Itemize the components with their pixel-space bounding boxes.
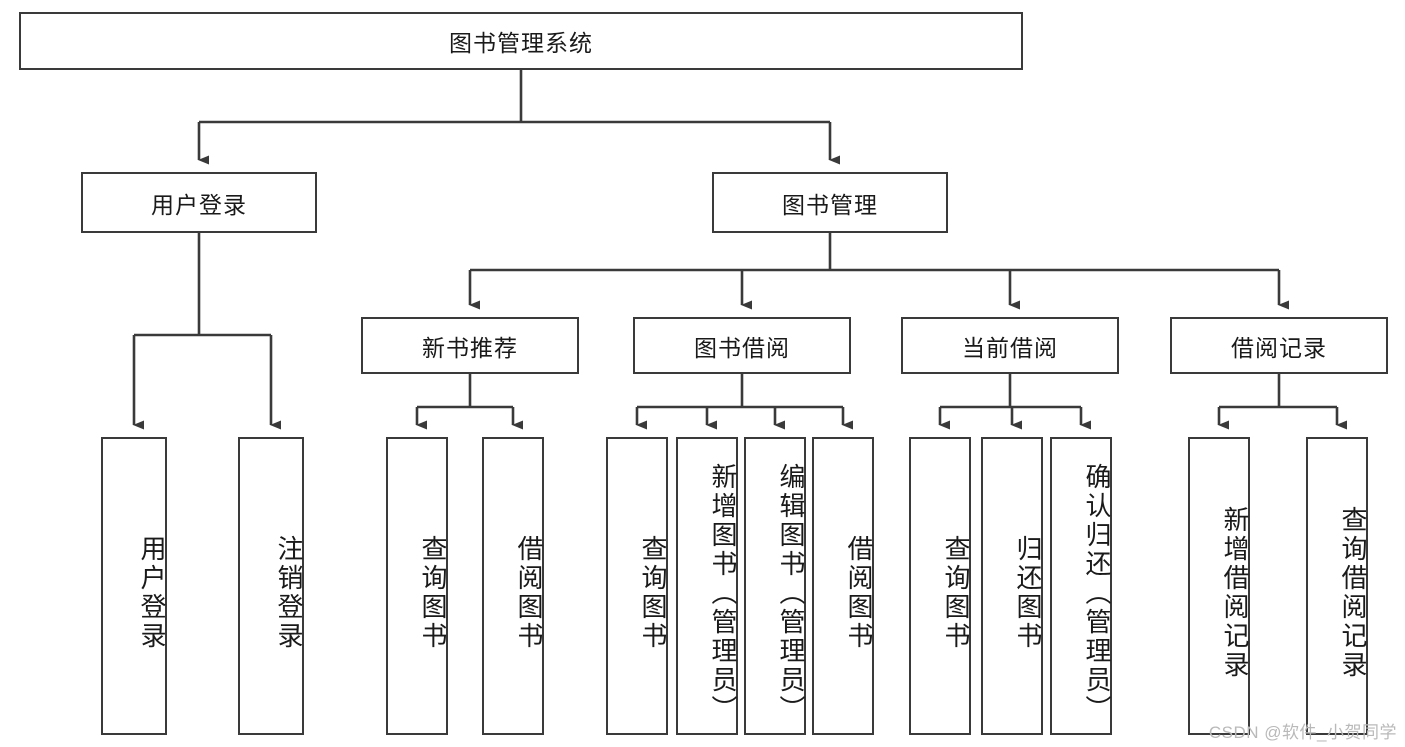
leaf-node-1[interactable]: 注销登录 <box>238 437 304 735</box>
node-label: 查询借阅记录 <box>1338 506 1368 680</box>
node-label: 图书管理 <box>782 191 878 218</box>
level3-node-3[interactable]: 借阅记录 <box>1170 317 1388 374</box>
leaf-node-9[interactable]: 归还图书 <box>981 437 1043 735</box>
node-label: 当前借阅 <box>962 334 1058 361</box>
node-label: 图书管理系统 <box>449 30 593 56</box>
level3-node-0[interactable]: 新书推荐 <box>361 317 579 374</box>
leaf-node-5[interactable]: 新增图书（管理员） <box>676 437 738 735</box>
level3-node-1[interactable]: 图书借阅 <box>633 317 851 374</box>
leaf-node-7[interactable]: 借阅图书 <box>812 437 874 735</box>
level2-node-0[interactable]: 用户登录 <box>81 172 317 233</box>
node-label: 新增图书（管理员） <box>708 462 738 724</box>
leaf-node-3[interactable]: 借阅图书 <box>482 437 544 735</box>
node-label: 借阅图书 <box>844 535 874 651</box>
node-label: 归还图书 <box>1013 535 1043 651</box>
leaf-node-11[interactable]: 新增借阅记录 <box>1188 437 1250 735</box>
node-label: 借阅记录 <box>1231 334 1327 361</box>
node-label: 用户登录 <box>151 191 247 218</box>
node-label: 查询图书 <box>638 535 668 651</box>
node-label: 编辑图书（管理员） <box>776 462 806 724</box>
leaf-node-4[interactable]: 查询图书 <box>606 437 668 735</box>
leaf-node-6[interactable]: 编辑图书（管理员） <box>744 437 806 735</box>
node-label: 查询图书 <box>418 535 448 651</box>
node-label: 注销登录 <box>274 535 304 651</box>
level2-node-1[interactable]: 图书管理 <box>712 172 948 233</box>
node-label: 确认归还（管理员） <box>1082 462 1112 724</box>
node-label: 图书借阅 <box>694 334 790 361</box>
root-node-book-management-system[interactable]: 图书管理系统 <box>19 12 1023 70</box>
leaf-node-2[interactable]: 查询图书 <box>386 437 448 735</box>
level3-node-2[interactable]: 当前借阅 <box>901 317 1119 374</box>
node-label: 新增借阅记录 <box>1220 506 1250 680</box>
watermark-text: CSDN @软件_小贺同学 <box>1208 723 1397 742</box>
leaf-node-12[interactable]: 查询借阅记录 <box>1306 437 1368 735</box>
leaf-node-8[interactable]: 查询图书 <box>909 437 971 735</box>
node-label: 新书推荐 <box>422 334 518 361</box>
leaf-node-0[interactable]: 用户登录 <box>101 437 167 735</box>
node-label: 查询图书 <box>941 535 971 651</box>
node-label: 借阅图书 <box>514 535 544 651</box>
node-label: 用户登录 <box>137 535 167 651</box>
leaf-node-10[interactable]: 确认归还（管理员） <box>1050 437 1112 735</box>
